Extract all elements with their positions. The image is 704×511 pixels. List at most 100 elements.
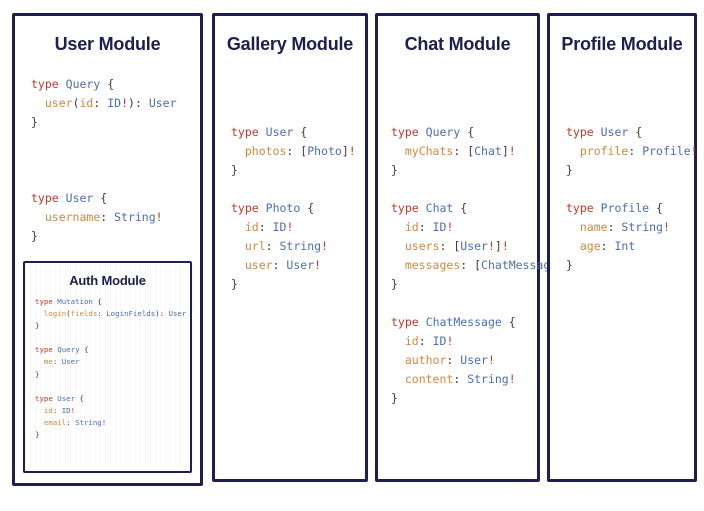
- code-token: ChatMessage: [481, 258, 558, 272]
- code-token: [35, 406, 44, 415]
- code-line: }: [31, 227, 192, 246]
- code-token: String: [114, 210, 156, 224]
- code-token: ID: [432, 334, 447, 348]
- code-token: :: [159, 309, 169, 319]
- code-token: [35, 309, 44, 318]
- code-token: [: [474, 258, 482, 272]
- code-token: ]: [501, 144, 509, 158]
- code-line: }: [35, 429, 186, 441]
- code-token: id: [79, 96, 94, 110]
- code-line: [231, 180, 357, 199]
- code-token: User: [57, 393, 76, 403]
- code-line: type User {: [35, 393, 186, 405]
- code-token: [566, 144, 580, 158]
- code-token: :: [52, 357, 62, 367]
- code-token: type: [35, 297, 53, 306]
- code-token: [31, 153, 38, 167]
- code-token: !: [487, 239, 495, 253]
- code-token: }: [391, 277, 398, 291]
- code-line: }: [231, 275, 357, 294]
- code-line: [31, 132, 192, 151]
- module-panel-auth[interactable]: Auth Module type Mutation { login(fields…: [23, 261, 192, 473]
- code-token: User: [61, 357, 80, 367]
- module-panel-profile[interactable]: Profile Module type User { profile: Prof…: [547, 13, 698, 482]
- code-token: [419, 201, 426, 215]
- code-token: :: [460, 258, 475, 272]
- code-token: }: [35, 369, 40, 379]
- code-token: [31, 96, 45, 110]
- code-token: [35, 418, 44, 427]
- code-token: ]: [341, 144, 349, 158]
- code-token: Query: [57, 345, 80, 355]
- code-line: }: [391, 389, 529, 408]
- code-token: !: [70, 405, 76, 415]
- code-token: [35, 357, 44, 366]
- code-token: ID: [61, 405, 71, 415]
- code-token: [59, 191, 66, 205]
- code-token: username: [44, 210, 101, 224]
- code-token: !: [690, 144, 698, 158]
- code-line: id: ID!: [391, 332, 529, 351]
- code-line: id: ID!: [391, 218, 529, 237]
- code-token: String: [467, 372, 509, 386]
- code-token: ): [155, 309, 160, 319]
- code-token: [391, 182, 398, 196]
- code-token: user: [244, 258, 273, 272]
- code-token: LoginFields: [106, 309, 156, 319]
- code-token: [419, 315, 426, 329]
- code-token: ]: [494, 239, 502, 253]
- module-code-user: type Query { user(id: ID!): User} type U…: [15, 61, 200, 246]
- code-line: }: [391, 161, 529, 180]
- code-line: type Profile {: [566, 199, 686, 218]
- code-token: User: [65, 191, 94, 205]
- module-title-auth: Auth Module: [69, 273, 146, 288]
- code-line: id: ID!: [231, 218, 357, 237]
- code-token: Profile: [642, 144, 691, 158]
- code-token: id: [244, 220, 259, 234]
- code-token: !: [348, 144, 356, 158]
- code-token: fields: [70, 309, 98, 319]
- code-line: }: [31, 113, 192, 132]
- code-token: type: [566, 201, 594, 215]
- code-token: }: [35, 430, 40, 440]
- code-token: User: [600, 125, 629, 139]
- code-token: [231, 144, 245, 158]
- code-token: (: [66, 309, 71, 319]
- code-line: }: [35, 369, 186, 381]
- code-token: email: [43, 417, 67, 427]
- code-token: :: [418, 220, 433, 234]
- code-token: content: [404, 372, 454, 386]
- code-line: }: [566, 161, 686, 180]
- code-token: :: [600, 239, 615, 253]
- code-token: type: [35, 345, 53, 355]
- code-token: User: [168, 309, 187, 319]
- code-line: [31, 170, 192, 189]
- code-token: Int: [614, 239, 636, 253]
- code-token: }: [566, 163, 573, 177]
- code-token: String: [621, 220, 663, 234]
- code-token: !: [508, 372, 516, 386]
- code-line: photos: [Photo]!: [231, 142, 357, 161]
- code-token: ChatMessage: [425, 315, 502, 329]
- code-token: user: [44, 96, 73, 110]
- module-title-profile: Profile Module: [561, 34, 683, 54]
- module-title-chat: Chat Module: [404, 34, 511, 54]
- code-token: [419, 125, 426, 139]
- code-token: id: [404, 220, 419, 234]
- code-token: :: [628, 144, 643, 158]
- code-token: url: [244, 239, 266, 253]
- module-panel-chat[interactable]: Chat Module type Query { myChats: [Chat]…: [375, 13, 571, 482]
- code-line: myChats: [Chat]!: [391, 142, 529, 161]
- code-token: [231, 258, 245, 272]
- code-token: {: [92, 297, 102, 306]
- code-line: type Query {: [391, 123, 529, 142]
- code-token: type: [31, 191, 59, 205]
- code-token: [31, 210, 45, 224]
- code-token: type: [231, 125, 259, 139]
- module-panel-user[interactable]: User Module type Query { user(id: ID!): …: [12, 13, 203, 486]
- code-line: type Query {: [35, 344, 186, 356]
- code-token: [566, 182, 573, 196]
- module-panel-gallery[interactable]: Gallery Module type User { photos: [Phot…: [212, 13, 368, 482]
- code-token: login: [43, 309, 67, 319]
